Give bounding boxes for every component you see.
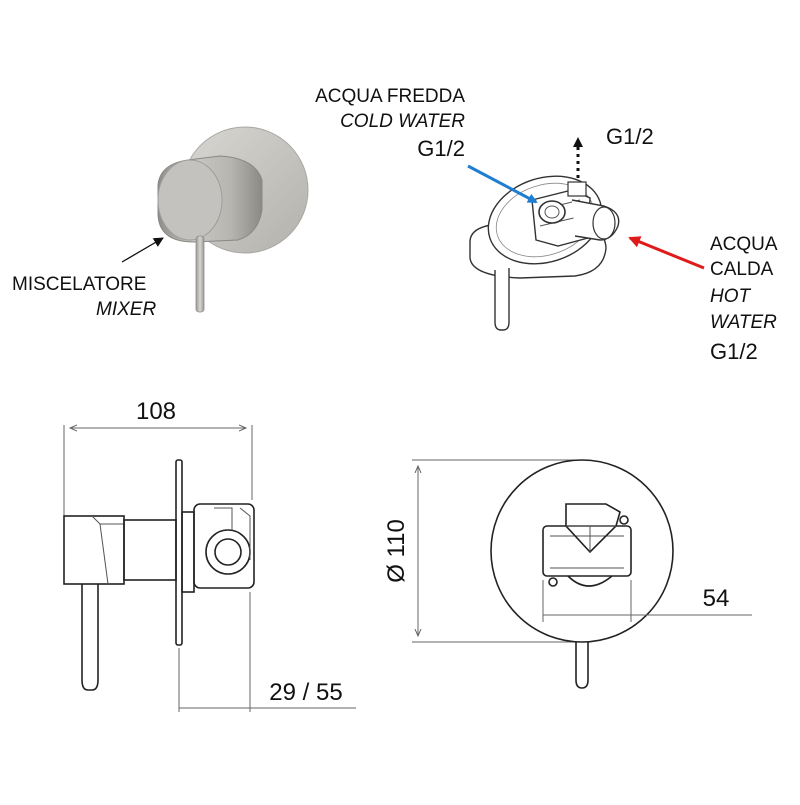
side-wall-plate xyxy=(175,459,183,646)
hot-label-en-2: WATER xyxy=(710,312,777,333)
hot-thread-label: G1/2 xyxy=(710,339,758,364)
rear-wall-plate xyxy=(490,459,674,643)
cold-label-it: ACQUA FREDDA xyxy=(315,86,465,107)
rear-lever xyxy=(575,642,589,689)
side-lever xyxy=(81,584,99,691)
mixer-render: MISCELATORE MIXER xyxy=(12,126,309,320)
hot-water-arrow xyxy=(628,236,705,270)
side-connector xyxy=(193,503,255,589)
rear-connector xyxy=(565,503,621,554)
hot-label-it-2: CALDA xyxy=(710,259,774,280)
outlet-connector xyxy=(567,181,587,197)
mixer-pointer-arrow xyxy=(121,237,164,263)
mixer-label-en: MIXER xyxy=(96,299,156,320)
side-body xyxy=(123,519,177,581)
diameter-dimension: Ø 110 xyxy=(383,519,410,583)
knob-front-face xyxy=(157,159,223,241)
length-dimension: 108 xyxy=(136,398,176,425)
cold-thread-label: G1/2 xyxy=(417,136,465,161)
mixer-label-it: MISCELATORE xyxy=(12,274,146,295)
hot-label-it-1: ACQUA xyxy=(710,234,778,255)
rear-view: Ø 110 54 xyxy=(383,459,752,689)
connection-view: G1/2 ACQUA FREDDA COLD WATER G1/2 ACQUA … xyxy=(315,86,778,364)
width-dimension: 54 xyxy=(703,585,730,612)
hot-label-en-1: HOT xyxy=(710,286,752,307)
side-view: 108 29 / 55 xyxy=(63,398,356,712)
cold-water-arrow xyxy=(467,164,538,204)
mixer-lever xyxy=(195,235,205,313)
depth-dimension: 29 / 55 xyxy=(269,679,342,706)
connection-view-lever xyxy=(494,268,510,331)
side-knob xyxy=(63,515,125,585)
outlet-thread-label: G1/2 xyxy=(606,124,654,149)
cold-label-en: COLD WATER xyxy=(340,111,465,132)
